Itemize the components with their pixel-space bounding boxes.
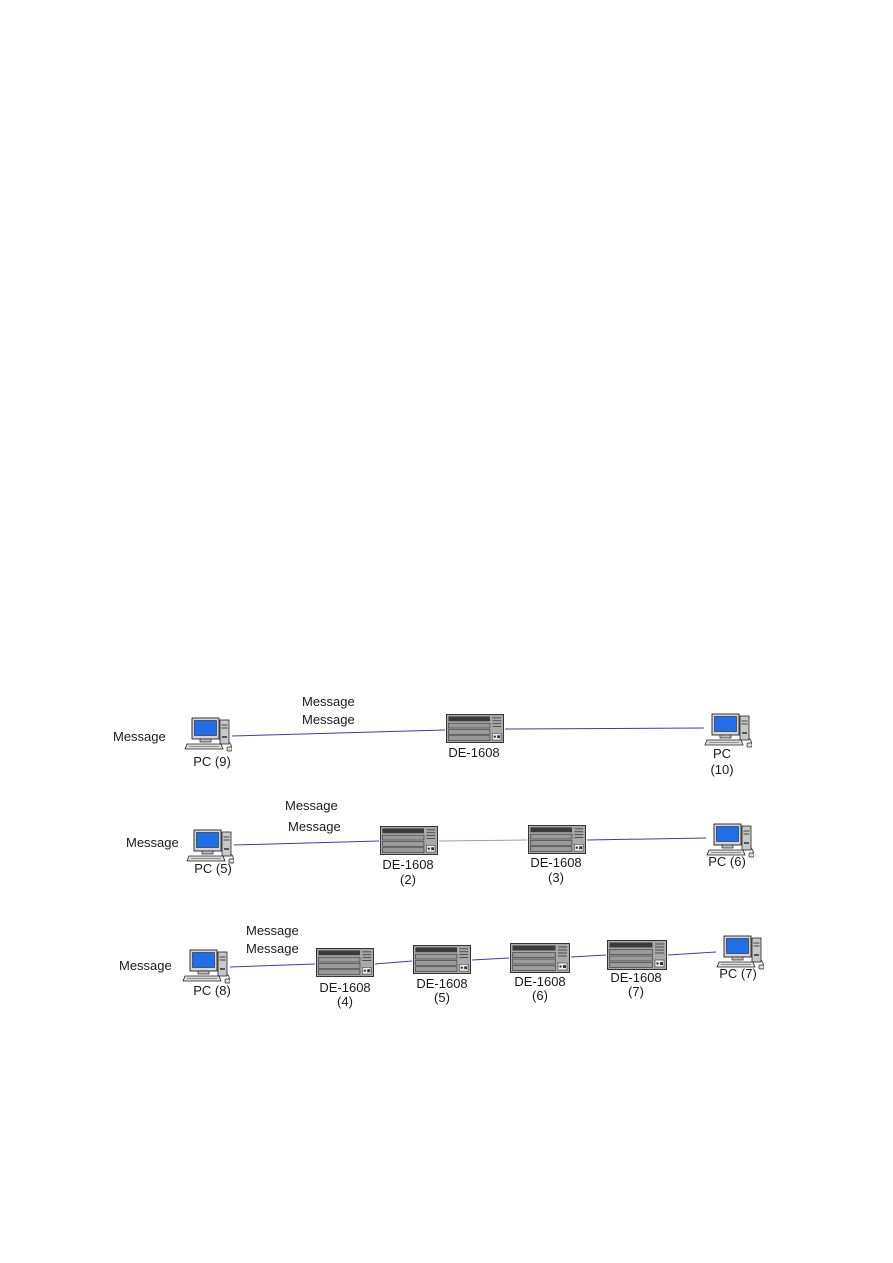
network-link [667,951,717,956]
switch-icon [527,825,587,854]
message-label: Message [302,694,355,709]
switch-label: DE-1608 [530,855,581,870]
switch-icon [412,945,472,974]
switch-label: DE-1608 [382,857,433,872]
switch-icon [315,948,375,977]
switch-sub-label: (3) [548,870,564,885]
network-link [374,960,413,965]
message-label: Message [113,729,166,744]
switch-icon [445,714,505,743]
switch-icon [509,943,571,973]
network-link [471,957,510,961]
message-label: Message [246,941,299,956]
network-link [586,837,707,841]
pc-icon [186,829,234,864]
switch-sub-label: (7) [628,984,644,999]
network-link [504,727,705,730]
pc-label: PC [713,746,731,761]
switch-label: DE-1608 [416,976,467,991]
pc-label: PC (7) [719,966,757,981]
switch-icon [606,940,668,970]
message-label: Message [288,819,341,834]
network-link [438,839,528,842]
network-link [231,729,446,737]
network-link [229,963,316,968]
switch-icon [379,826,439,855]
network-link [570,954,607,958]
switch-sub-label: (5) [434,990,450,1005]
message-label: Message [246,923,299,938]
message-label: Message [126,835,179,850]
pc-icon [184,717,232,752]
switch-label: DE-1608 [319,980,370,995]
message-label: Message [302,712,355,727]
switch-sub-label: (4) [337,994,353,1009]
switch-label: DE-1608 [514,974,565,989]
switch-label: DE-1608 [448,745,499,760]
pc-label: PC (9) [193,754,231,769]
message-label: Message [119,958,172,973]
network-link [233,840,380,846]
message-label: Message [285,798,338,813]
pc-icon [716,935,764,970]
switch-sub-label: (2) [400,872,416,887]
pc-label: PC (6) [708,854,746,869]
pc-label: PC (8) [193,983,231,998]
pc-label: PC (5) [194,861,232,876]
pc-icon [706,823,754,858]
pc-sub-label: (10) [710,762,733,777]
pc-icon [704,713,752,748]
switch-sub-label: (6) [532,988,548,1003]
pc-icon [182,949,230,984]
switch-label: DE-1608 [610,970,661,985]
